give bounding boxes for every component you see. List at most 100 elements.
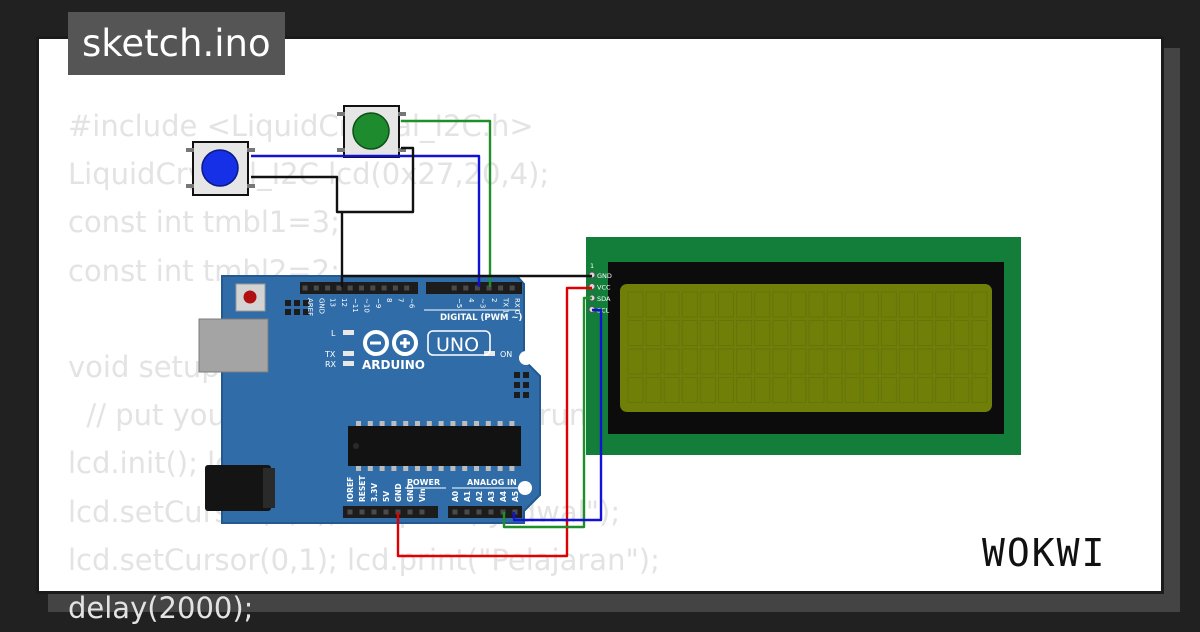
dc-jack bbox=[205, 465, 271, 511]
analog-header-label: ANALOG IN bbox=[467, 478, 517, 487]
digital-pin-label: ~11 bbox=[351, 298, 359, 313]
lcd-cell bbox=[862, 320, 879, 346]
lcd-pin-label: VCC bbox=[597, 284, 611, 292]
digital-pin-sockets bbox=[302, 285, 515, 291]
digital-pin-label: GND bbox=[317, 298, 325, 314]
lcd-cell bbox=[862, 291, 879, 318]
lcd-cell bbox=[935, 377, 952, 403]
lcd-cell bbox=[627, 377, 644, 403]
digital-pin-label: RX 0 bbox=[513, 298, 521, 314]
led-label-tx: TX bbox=[324, 350, 336, 359]
analog-pin-label: A1 bbox=[463, 491, 472, 502]
lcd-cell bbox=[663, 377, 680, 403]
arduino-infinity-logo bbox=[363, 330, 418, 356]
board-model: UNO bbox=[436, 334, 479, 356]
lcd-cell bbox=[663, 320, 680, 346]
model-badge bbox=[427, 330, 491, 356]
lcd-cell bbox=[718, 377, 734, 403]
power-pin-label: GND bbox=[406, 483, 415, 502]
lcd-character-grid bbox=[627, 291, 988, 403]
lcd-cell bbox=[754, 320, 771, 346]
lcd-cell bbox=[663, 291, 680, 318]
digital-pin-socket bbox=[463, 285, 469, 291]
lcd-cell bbox=[663, 348, 680, 375]
lcd-cell bbox=[880, 377, 897, 403]
lcd-cell bbox=[754, 348, 771, 375]
lcd-cell bbox=[681, 320, 698, 346]
lcd-cell bbox=[754, 291, 771, 318]
lcd-cell bbox=[645, 320, 662, 346]
lcd-cell bbox=[971, 320, 988, 346]
lcd-pin-label: SDA bbox=[597, 295, 611, 303]
digital-pin-socket bbox=[313, 285, 319, 291]
lcd-cell bbox=[790, 291, 807, 318]
digital-pin-label: 7 bbox=[396, 298, 404, 302]
digital-header-label: DIGITAL (PWM ~) bbox=[440, 313, 522, 323]
lcd-cell bbox=[917, 377, 934, 403]
lcd-cell bbox=[627, 348, 644, 375]
power-header-label: POWER bbox=[407, 478, 440, 487]
lcd-cell bbox=[808, 291, 825, 318]
lcd-cell bbox=[899, 291, 915, 318]
lcd-cell bbox=[790, 348, 807, 375]
blue-pushbutton[interactable] bbox=[186, 141, 255, 196]
led-rx bbox=[343, 361, 354, 366]
wire-green-button-gnd bbox=[340, 146, 415, 287]
digital-pin-socket bbox=[381, 285, 387, 291]
analog-pin-socket bbox=[452, 509, 458, 515]
lcd-cell bbox=[718, 291, 734, 318]
lcd-cell bbox=[772, 320, 789, 346]
lcd-cell bbox=[736, 377, 753, 403]
lcd-cell bbox=[880, 348, 897, 375]
wire-5v-lcd-vcc bbox=[396, 286, 592, 558]
file-tab[interactable]: sketch.ino bbox=[68, 12, 285, 75]
power-pin-label: 5V bbox=[382, 491, 391, 502]
led-label-rx: RX bbox=[325, 360, 337, 369]
wire-a4-lcd-sda bbox=[502, 296, 592, 529]
lcd-cell bbox=[754, 377, 771, 403]
lcd-cell bbox=[917, 320, 934, 346]
lcd-cell bbox=[917, 291, 934, 318]
reset-button[interactable] bbox=[243, 290, 257, 304]
digital-header-right bbox=[426, 282, 522, 294]
power-pin-label: GND bbox=[394, 483, 403, 502]
digital-pin-label: ~9 bbox=[374, 298, 382, 308]
lcd-cell bbox=[645, 291, 662, 318]
digital-pin-label: AREF bbox=[306, 298, 314, 316]
icsp-header-top bbox=[285, 300, 309, 315]
digital-pin-label: 4 bbox=[467, 298, 475, 303]
lcd-cell bbox=[844, 348, 861, 375]
power-pin-label: Vin bbox=[418, 488, 427, 502]
digital-pin-socket bbox=[474, 285, 480, 291]
power-header bbox=[343, 506, 438, 518]
digital-pin-socket bbox=[325, 285, 331, 291]
digital-pin-label: ~10 bbox=[363, 298, 371, 313]
power-pin-socket bbox=[347, 509, 353, 515]
digital-pin-socket bbox=[359, 285, 364, 291]
lcd-pin1-label: 1 bbox=[590, 262, 594, 270]
digital-pin-socket bbox=[392, 285, 398, 291]
lcd-cell bbox=[844, 291, 861, 318]
analog-pin-label: A5 bbox=[511, 491, 520, 502]
lcd-cell bbox=[826, 291, 843, 318]
analog-pin-label: A3 bbox=[487, 491, 496, 502]
lcd-cell bbox=[899, 348, 915, 375]
lcd-cell bbox=[862, 348, 879, 375]
lcd-pin-label: SCL bbox=[597, 307, 610, 315]
lcd-cell bbox=[790, 377, 807, 403]
analog-pin-socket bbox=[476, 509, 482, 515]
wire-green-button-d2 bbox=[401, 119, 492, 287]
lcd-cell bbox=[899, 320, 915, 346]
lcd-cell bbox=[790, 320, 807, 346]
green-pushbutton[interactable] bbox=[337, 105, 406, 158]
analog-pin-socket bbox=[488, 509, 494, 515]
lcd-cell bbox=[645, 377, 662, 403]
lcd-cell bbox=[935, 291, 952, 318]
wire-blue-button-gnd bbox=[251, 175, 342, 214]
digital-pin-label: 8 bbox=[385, 298, 393, 302]
lcd-cell bbox=[917, 348, 934, 375]
code-line: lcd.setCursor(0,1); lcd.print("Pelajaran… bbox=[68, 542, 660, 577]
led-label-l: L bbox=[331, 329, 336, 338]
